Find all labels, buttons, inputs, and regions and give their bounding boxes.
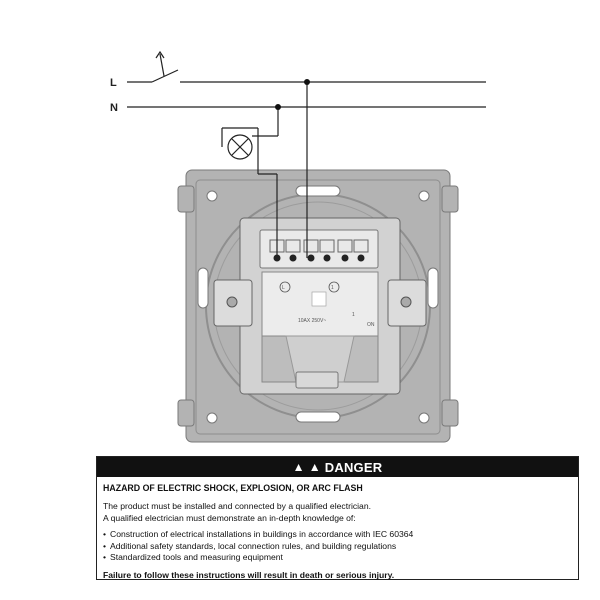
switch-mechanism: L 1 10AX 250V~ 1 ON (213, 217, 427, 395)
device-side-label: ON (367, 322, 375, 328)
danger-title: DANGER (324, 459, 383, 475)
pole-label-line: L (282, 285, 285, 291)
list-item: Additional safety standards, local conne… (103, 541, 572, 553)
danger-notice: ▲ ▲ DANGER HAZARD OF ELECTRIC SHOCK, EXP… (96, 456, 579, 580)
neutral-label: N (110, 102, 118, 114)
line-junction (304, 79, 310, 85)
intro-line: A qualified electrician must demonstrate… (103, 512, 356, 523)
warning-triangle-icon: ▲ (292, 460, 305, 474)
device-state-label: 1 (352, 312, 355, 318)
load-symbol-icon (328, 281, 340, 293)
intro-line: The product must be installed and connec… (103, 501, 372, 512)
qr-code (311, 291, 327, 307)
conductors (127, 81, 486, 258)
mains-switch (151, 50, 179, 83)
hazard-heading: HAZARD OF ELECTRIC SHOCK, EXPLOSION, OR … (103, 483, 363, 493)
line-label: L (110, 77, 117, 89)
pole-label-load: 1 (331, 285, 334, 291)
neutral-junction (275, 104, 281, 110)
requirements-list: Construction of electrical installations… (103, 529, 572, 564)
wiring-diagram: L 1 10AX 250V~ 1 ON L N (110, 50, 486, 443)
consequence-statement: Failure to follow these instructions wil… (103, 570, 395, 581)
list-item: Construction of electrical installations… (103, 529, 572, 541)
warning-triangle-icon: ▲ (308, 460, 321, 474)
lamp-icon (227, 134, 253, 160)
device-rating: 10AX 250V~ (298, 318, 326, 324)
danger-body: HAZARD OF ELECTRIC SHOCK, EXPLOSION, OR … (97, 477, 578, 582)
list-item: Standardized tools and measuring equipme… (103, 552, 572, 564)
phase-symbol-icon (279, 281, 291, 293)
danger-header: ▲ ▲ DANGER (97, 457, 578, 477)
